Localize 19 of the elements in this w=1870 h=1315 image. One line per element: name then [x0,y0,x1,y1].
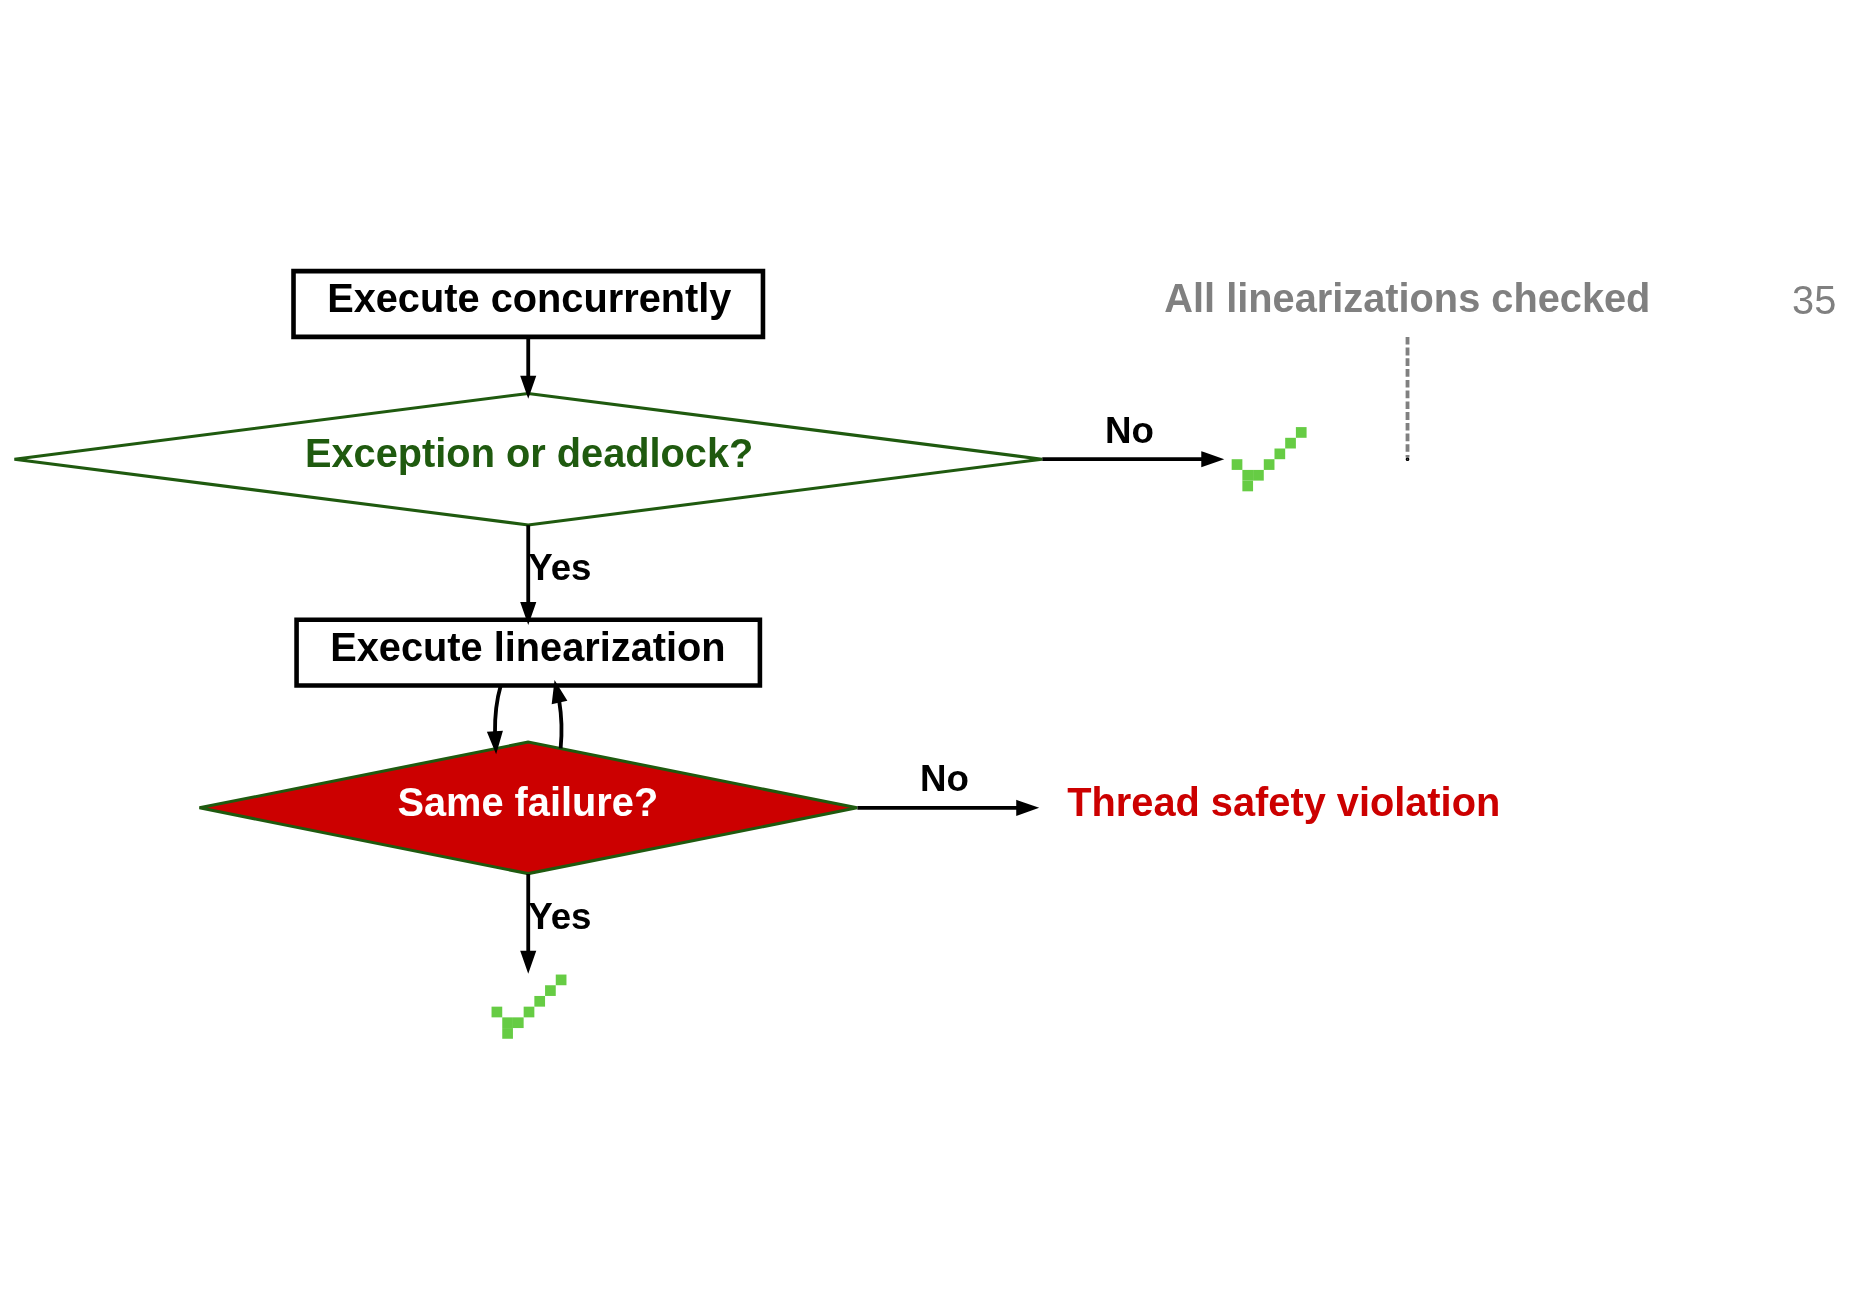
edge-label: No [1105,409,1155,451]
label: 35 [1792,277,1837,322]
arrow [1042,450,1225,467]
connector [1405,336,1410,457]
node-box: Execute linearization [294,616,763,688]
node-text: Thread safety violation [1067,779,1501,824]
arrow [857,799,1040,816]
node-text: All linearizations checked [1164,275,1651,320]
edge-label: No [920,757,969,799]
arrow [486,684,503,754]
arrow [520,336,537,399]
node-diamond: Same failure? [197,740,859,875]
edge-label: Yes [528,895,592,937]
arrow [551,679,568,749]
node-diamond: Exception or deadlock? [12,391,1044,526]
arrow [520,524,537,625]
arrow [520,873,537,974]
node-box: Execute concurrently [291,268,766,339]
edge-label: Yes [528,546,592,588]
